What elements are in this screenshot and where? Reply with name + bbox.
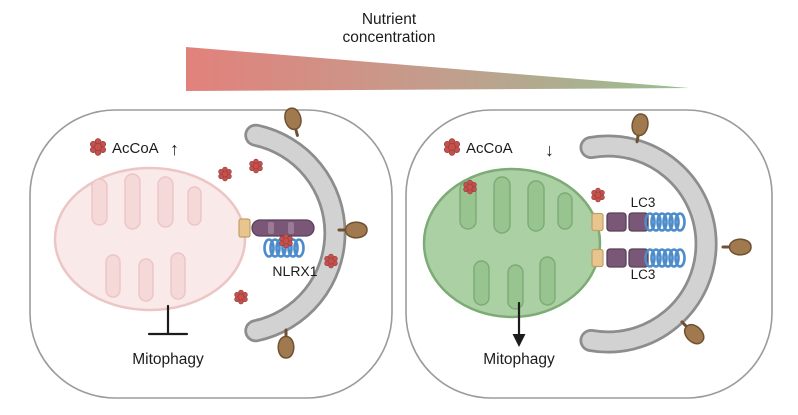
nlrx1-block — [606, 212, 627, 232]
mitochondrion-green-cristae — [459, 176, 573, 310]
accoa-molecule-icon — [463, 179, 477, 195]
lc3-label-top: LC3 — [631, 195, 656, 210]
lc3-complex-top — [591, 212, 686, 232]
nutrient-gradient-wedge — [186, 47, 689, 91]
mitochondrion-green — [422, 167, 602, 319]
nlrx1-block — [628, 248, 649, 268]
left-cell: AcCoA ↑ NLRX1 Mitophagy — [29, 104, 393, 399]
nlrx1-rod — [251, 219, 315, 237]
membrane-anchor-tan — [238, 218, 251, 238]
nlrx1-block — [628, 212, 649, 232]
accoa-label-right: AcCoA — [466, 140, 513, 157]
mitochondrion-pink-cristae — [91, 173, 202, 302]
accoa-molecule-icon — [218, 166, 232, 182]
accoa-label-left: AcCoA — [112, 140, 159, 157]
accoa-molecule-icon — [249, 158, 263, 174]
accoa-molecule-icon — [324, 253, 338, 269]
membrane-anchor-tan — [591, 248, 604, 268]
accoa-molecule-icon — [279, 233, 293, 249]
inhibition-bar-icon — [147, 304, 189, 336]
accoa-molecule-icon — [234, 289, 248, 305]
down-arrow-icon — [512, 301, 526, 347]
phagophore-membrane-right — [579, 134, 718, 354]
accoa-down-arrow: ↓ — [545, 140, 554, 160]
nlrx1-label: NLRX1 — [272, 263, 317, 279]
mitochondrion-pink — [53, 166, 247, 312]
accoa-molecule-icon — [89, 138, 107, 156]
accoa-up-arrow: ↑ — [170, 139, 179, 159]
accoa-molecule-icon — [591, 187, 605, 203]
figure-title-line1: Nutrient — [362, 11, 417, 28]
figure-title-line2: concentration — [342, 29, 435, 46]
nlrx1-complex — [238, 218, 315, 258]
phagophore-membrane-left — [244, 123, 347, 343]
mitophagy-label-left: Mitophagy — [132, 351, 204, 368]
accoa-molecule-icon — [443, 138, 461, 156]
lc3-label-bottom: LC3 — [631, 267, 656, 282]
lc3-complex-bottom — [591, 248, 686, 268]
right-cell: LC3 LC3 AcCoA ↓ Mitophagy — [405, 109, 773, 399]
membrane-anchor-tan — [591, 212, 604, 232]
mitophagy-label-right: Mitophagy — [483, 351, 555, 368]
nlrx1-block — [606, 248, 627, 268]
